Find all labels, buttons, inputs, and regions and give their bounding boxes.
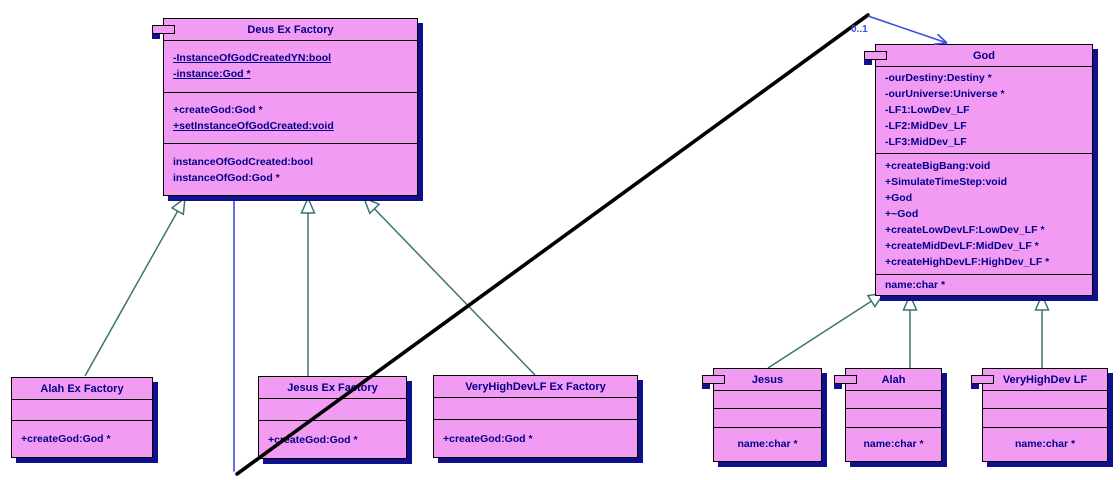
class-box-alah[interactable]: Alah name:char * [834, 368, 942, 462]
class-compartment [434, 398, 637, 419]
class-member: +~God [885, 207, 919, 220]
class-compartment: +createGod:God * [259, 420, 406, 458]
class-compartment: name:char * [983, 426, 1107, 461]
class-compartment [846, 408, 941, 426]
generalization-jesus-ex-to-deus[interactable] [300, 196, 316, 376]
class-compartment: instanceOfGodCreated:bool instanceOfGod:G… [164, 143, 417, 195]
class-title-veryhighdevlf-ex-factory: VeryHighDevLF Ex Factory [434, 376, 637, 398]
class-title-jesus: Jesus [714, 369, 821, 391]
class-compartment [259, 399, 406, 420]
class-tab-icon [834, 375, 857, 384]
class-member: +createHighDevLF:HighDev_LF * [885, 255, 1050, 268]
class-compartment: +createGod:God * +setInstanceOfGodCreated… [164, 91, 417, 144]
generalization-jesus-to-god[interactable] [767, 291, 886, 369]
class-box-veryhighdevlf-ex-factory[interactable]: VeryHighDevLF Ex Factory +createGod:God * [433, 375, 638, 458]
class-member: name:char * [885, 278, 946, 291]
class-member: +createGod:God * [268, 433, 358, 446]
class-compartment [714, 408, 821, 426]
class-member: -InstanceOfGodCreatedYN:bool [173, 52, 332, 65]
class-compartment [846, 391, 941, 408]
class-compartment [983, 391, 1107, 408]
class-member: +setInstanceOfGodCreated:void [173, 120, 334, 132]
class-tab-icon-shadow [864, 60, 872, 65]
class-compartment: +createGod:God * [12, 420, 152, 457]
class-member: +createBigBang:void [885, 159, 991, 172]
class-box-deus-ex-factory[interactable]: Deus Ex Factory-InstanceOfGodCreatedYN:b… [152, 18, 418, 196]
class-compartment [983, 408, 1107, 426]
class-member: +createGod:God * [21, 433, 111, 445]
class-member: -LF2:MidDev_LF [885, 120, 967, 133]
class-compartment [714, 391, 821, 408]
class-title-deus-ex-factory: Deus Ex Factory [164, 19, 417, 41]
class-member: +createGod:God * [173, 104, 263, 116]
generalization-alah-ex-to-deus[interactable] [84, 196, 186, 377]
class-member: +createMidDevLF:MidDev_LF * [885, 239, 1039, 252]
class-title-alah: Alah [846, 369, 941, 391]
class-tab-icon-shadow [971, 384, 979, 389]
class-compartment: name:char * [876, 273, 1092, 295]
class-tab-icon [702, 375, 725, 384]
class-box-jesus[interactable]: Jesus name:char * [702, 368, 822, 462]
class-box-god[interactable]: God -ourDestiny:Destiny * -ourUniverse:Uni… [864, 44, 1093, 296]
class-compartment: +createBigBang:void +SimulateTimeStep:voi… [876, 153, 1092, 273]
class-tab-icon [152, 25, 175, 34]
class-title-veryhighdev-lf: VeryHighDev LF [983, 369, 1107, 391]
class-tab-icon [864, 51, 887, 60]
class-title-alah-ex-factory: Alah Ex Factory [12, 378, 152, 400]
class-member: name:char * [863, 438, 924, 451]
class-compartment: name:char * [846, 426, 941, 461]
class-compartment: -InstanceOfGodCreatedYN:bool -instance:Go… [164, 41, 417, 92]
class-compartment: -ourDestiny:Destiny * -ourUniverse:Univer… [876, 67, 1092, 153]
class-member: instanceOfGodCreated:bool [173, 155, 314, 168]
class-member: -LF3:MidDev_LF [885, 136, 967, 149]
class-member: instanceOfGod:God * [173, 171, 280, 184]
class-member: name:char * [737, 438, 798, 451]
class-member: -ourUniverse:Universe * [885, 88, 1005, 101]
class-title-jesus-ex-factory: Jesus Ex Factory [259, 377, 406, 399]
class-member: -instance:God * [173, 68, 251, 81]
class-tab-icon-shadow [152, 34, 160, 39]
class-member: name:char * [1014, 438, 1076, 451]
class-tab-icon [971, 375, 994, 384]
class-member: +God [885, 191, 913, 204]
class-box-veryhighdev-lf[interactable]: VeryHighDev LF name:char * [971, 368, 1108, 462]
class-member: +createGod:God * [443, 432, 533, 445]
class-member: +SimulateTimeStep:void [885, 175, 1008, 188]
generalization-veryhigh-ex-to-deus[interactable] [362, 196, 536, 376]
multiplicity-0-1-label: 0..1 [851, 24, 868, 35]
class-tab-icon-shadow [702, 384, 710, 389]
class-compartment: name:char * [714, 426, 821, 461]
class-member: -ourDestiny:Destiny * [885, 72, 992, 85]
generalization-alah-to-god[interactable] [902, 293, 918, 368]
class-member: -LF1:LowDev_LF [885, 104, 970, 117]
class-tab-icon-shadow [834, 384, 842, 389]
class-title-god: God [876, 45, 1092, 67]
generalization-veryhighdevlf-to-god[interactable] [1034, 293, 1050, 368]
class-box-jesus-ex-factory[interactable]: Jesus Ex Factory +createGod:God * [258, 376, 407, 459]
class-compartment [12, 400, 152, 420]
class-member: +createLowDevLF:LowDev_LF * [885, 223, 1045, 236]
class-box-alah-ex-factory[interactable]: Alah Ex Factory +createGod:God * [11, 377, 153, 458]
class-compartment: +createGod:God * [434, 419, 637, 457]
